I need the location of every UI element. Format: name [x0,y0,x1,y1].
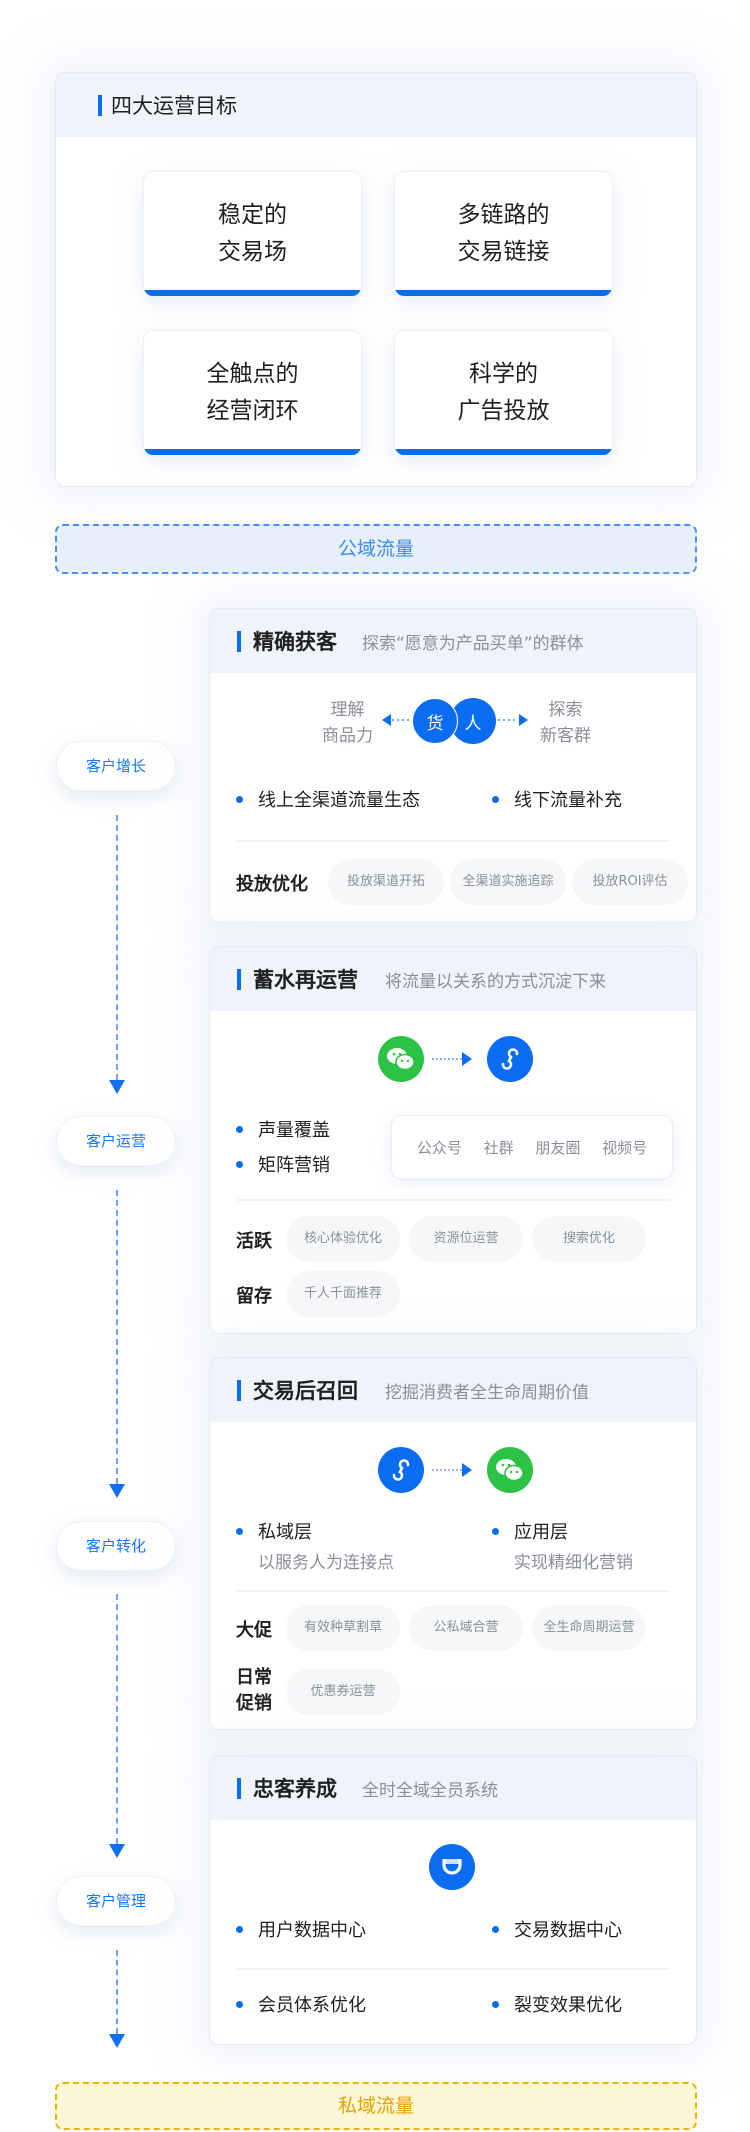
understand-product-text: 理解商品力 [322,700,373,746]
bullet-description: 以服务人为连接点 [258,1553,394,1573]
row-label: 日常促销 [236,1667,272,1714]
stage-customer-operation: 客户运营 [56,1116,176,1166]
goal-tile: 多链路的交易链接 [394,171,613,297]
arrow-down-icon [109,1844,125,1858]
section-subtitle: 挖掘消费者全生命周期价值 [385,1383,589,1403]
section-title: 交易后召回 [253,1379,358,1403]
tag-chip: 全渠道实施追踪 [450,859,566,905]
row-label: 留存 [236,1286,272,1307]
goals-title: 四大运营目标 [111,94,237,118]
timeline-line [116,815,118,1080]
private-flow-banner: 私域流量 [55,2082,697,2130]
bullet-item: 裂变效果优化 [492,1991,622,2017]
wechat-icon [378,1036,424,1082]
bullet-item: 私域层 [236,1518,312,1544]
goal-tile: 稳定的交易场 [143,171,362,297]
row-label: 投放优化 [236,874,308,895]
channel-item: 视频号 [602,1138,648,1157]
section-title: 忠客养成 [253,1777,337,1801]
tag-chip: 优惠券运营 [286,1669,400,1715]
arrow-down-icon [109,1080,125,1094]
goal-tile: 全触点的经营闭环 [143,330,362,456]
bullet-item: 会员体系优化 [236,1991,366,2017]
arrow-down-icon [109,2034,125,2048]
section-reservoir-operation: 蓄水再运营 将流量以关系的方式沉淀下来 声量覆盖 矩阵营销 公众号 社群 朋友圈 视频… [209,946,697,1334]
bullet-item: 线上全渠道流量生态 [236,786,420,812]
smile-logo-icon [429,1844,475,1890]
explore-customers-text: 探索新客群 [540,700,591,746]
bullet-item: 矩阵营销 [236,1151,330,1177]
section-precise-acquisition: 精确获客 探索“愿意为产品买单”的群体 理解商品力 货 人 探索新客群 线上全渠… [209,608,697,923]
goal-tile: 科学的广告投放 [394,330,613,456]
tag-chip: 核心体验优化 [286,1216,400,1262]
section-subtitle: 将流量以关系的方式沉淀下来 [385,972,606,992]
tag-chip: 投放渠道开拓 [328,859,444,905]
mini-program-icon [487,1036,533,1082]
timeline-line [116,1594,118,1844]
row-label: 活跃 [236,1231,272,1252]
arrow-left-icon [382,714,412,726]
tag-chip: 投放ROI评估 [572,859,688,905]
bullet-item: 线下流量补充 [492,786,622,812]
channel-item: 公众号 [416,1138,462,1157]
section-subtitle: 探索“愿意为产品买单”的群体 [362,634,584,654]
channel-item: 社群 [483,1138,514,1157]
mini-program-icon [378,1447,424,1493]
section-post-transaction-recall: 交易后召回 挖掘消费者全生命周期价值 私域层 以服务人为连接点 应用层 实现精细… [209,1357,697,1730]
tag-chip: 搜索优化 [532,1216,646,1262]
timeline-line [116,1190,118,1484]
bullet-description: 实现精细化营销 [514,1553,633,1573]
stage-customer-conversion: 客户转化 [56,1521,176,1571]
tag-chip: 资源位运营 [409,1216,523,1262]
section-subtitle: 全时全域全员系统 [362,1781,498,1801]
bullet-item: 应用层 [492,1518,568,1544]
bullet-item: 交易数据中心 [492,1916,622,1942]
arrow-right-icon [462,1052,472,1066]
bullet-item: 声量覆盖 [236,1116,330,1142]
goals-header [56,73,696,137]
tag-chip: 有效种草割草 [286,1605,400,1651]
goals-card: 四大运营目标 稳定的交易场 多链路的交易链接 全触点的经营闭环 科学的广告投放 [55,72,697,487]
tag-chip: 公私域合营 [409,1605,523,1651]
stage-customer-management: 客户管理 [56,1876,176,1926]
section-title: 蓄水再运营 [253,968,358,992]
bullet-item: 用户数据中心 [236,1916,366,1942]
wechat-icon [487,1447,533,1493]
section-title: 精确获客 [253,630,337,654]
arrow-right-icon [462,1463,472,1477]
arrow-right-icon [498,714,528,726]
arrow-down-icon [109,1484,125,1498]
row-label: 大促 [236,1620,272,1641]
tag-chip: 全生命周期运营 [532,1605,646,1651]
stage-customer-growth: 客户增长 [56,741,176,791]
channel-item: 朋友圈 [535,1138,581,1157]
goods-circle: 货 [412,698,458,744]
section-loyal-customer: 忠客养成 全时全域全员系统 用户数据中心 交易数据中心 会员体系优化 裂变效果优… [209,1755,697,2045]
timeline-line [116,1950,118,2034]
tag-chip: 千人千面推荐 [286,1271,400,1317]
channel-box: 公众号 社群 朋友圈 视频号 [391,1115,673,1179]
public-flow-banner: 公域流量 [55,524,697,574]
